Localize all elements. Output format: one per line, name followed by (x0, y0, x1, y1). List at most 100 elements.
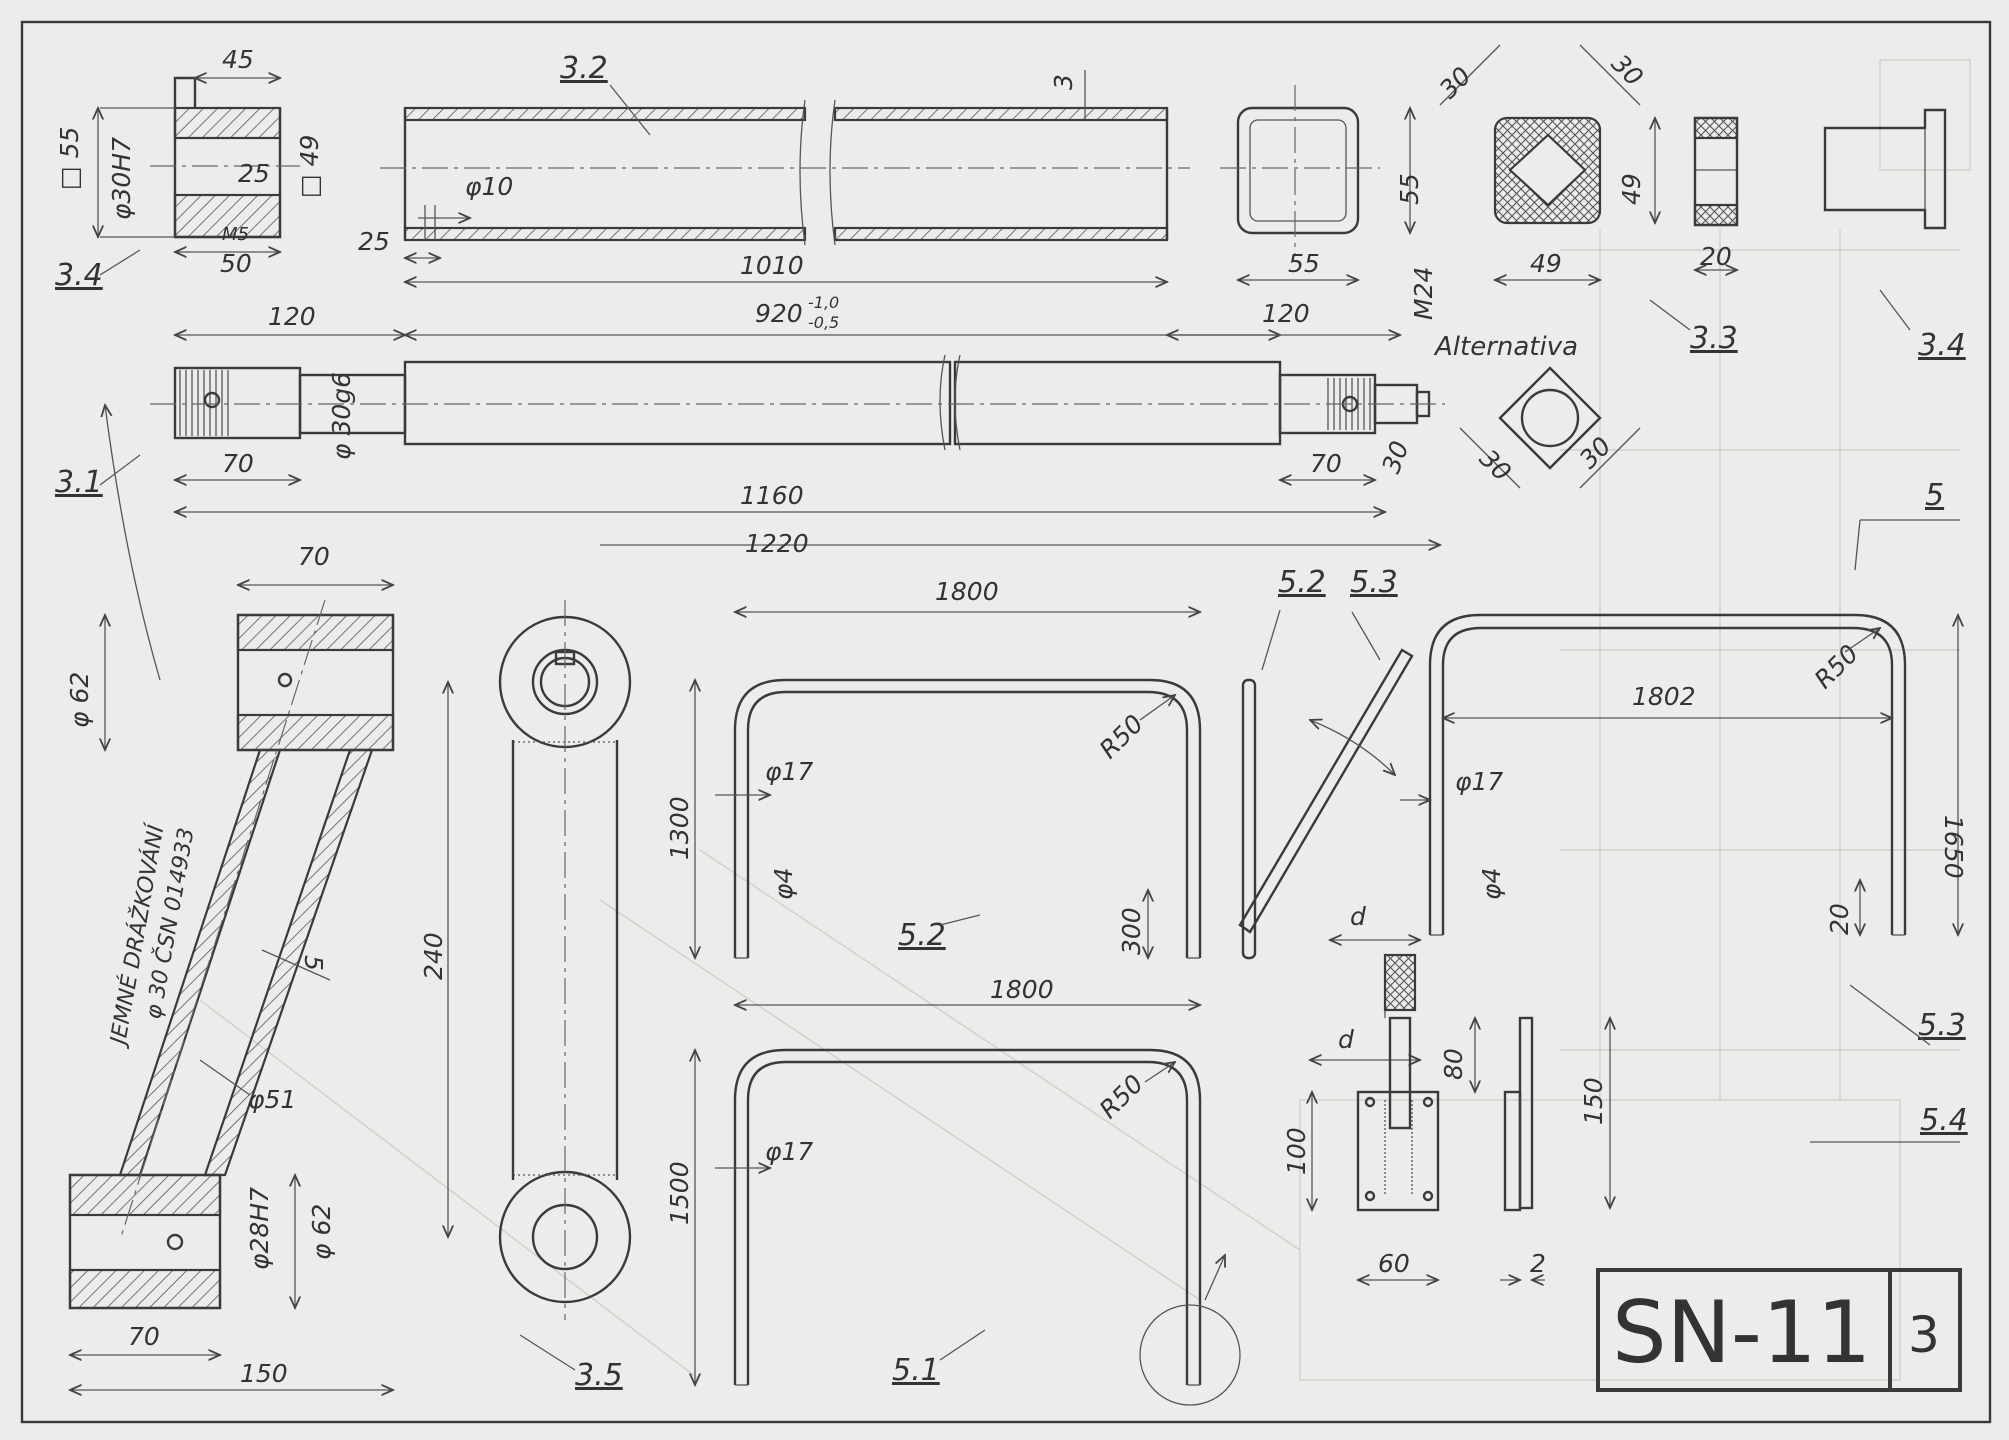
label-3-4-right: 3.4 (1918, 328, 1966, 363)
dim-240: 240 (419, 932, 448, 980)
dim-920: 920 (755, 299, 803, 328)
dim-sq55: □ 55 (55, 127, 84, 190)
dim-phi30h7: φ30H7 (107, 137, 136, 220)
lever-arm-dims: 70 φ 62 JEMNÉ DRÁŽKOVÁNÍ φ 30 ČSN 014933… (65, 542, 393, 1390)
dim-70d: 70 (128, 1322, 160, 1351)
label-3-2: 3.2 (560, 51, 608, 86)
dim-1800a: 1800 (935, 577, 999, 606)
dim-1160: 1160 (740, 481, 804, 510)
dim-phi17a: φ17 (765, 757, 813, 786)
dim-phi51: φ51 (248, 1085, 296, 1114)
dim-tol-up: -1,0 (808, 293, 839, 312)
part-5-3-frame: 1802 R50 φ17 φ4 1650 20 5.3 (1400, 615, 1968, 1046)
dim-30a: 30 (1434, 61, 1477, 104)
dim-2: 2 (1530, 1249, 1546, 1278)
dim-phi30g6: φ 30g6 (327, 372, 356, 460)
label-3-4-left: 3.4 (55, 258, 103, 293)
rods-5-2-5-3: 5.2 5.3 (1238, 565, 1414, 960)
label-5-2-view: 5.2 (898, 918, 946, 953)
dim-d-a: d (1350, 902, 1366, 931)
label-3-1: 3.1 (55, 465, 103, 500)
dim-1800b: 1800 (990, 975, 1054, 1004)
part-3-4-dims: 45 □ 55 φ30H7 25 M5 50 □ 49 3.4 (55, 45, 324, 293)
dim-70b: 70 (1310, 449, 1342, 478)
sheet-border (20, 20, 1992, 1424)
dim-60: 60 (1378, 1249, 1410, 1278)
dim-30c: 30 (1376, 437, 1414, 477)
dim-30d: 30 (1474, 444, 1517, 487)
dim-55h: 55 (1288, 249, 1320, 278)
dim-80: 80 (1439, 1048, 1468, 1080)
dim-20a: 20 (1700, 242, 1732, 271)
label-5-3-right: 5.3 (1918, 1008, 1966, 1043)
dim-49v: 49 (1617, 173, 1646, 205)
dim-phi10: φ10 (465, 172, 513, 201)
label-3-3: 3.3 (1690, 321, 1738, 356)
label-5-4: 5.4 (1920, 1103, 1968, 1138)
lever-arm-section (68, 599, 395, 1310)
alternativa-detail: Alternativa 30 30 5 (1433, 332, 1960, 571)
dim-5: 5 (299, 955, 328, 971)
dim-150a: 150 (240, 1359, 288, 1388)
drawing-code: SN-11 (1612, 1283, 1871, 1383)
part-5-2-frame: 1800 1300 φ17 φ4 R50 300 5.2 (665, 577, 1200, 958)
dim-20b: 20 (1825, 903, 1854, 935)
title-block: SN-11 3 (1596, 1268, 1962, 1392)
dim-phi62b: φ 62 (307, 1204, 336, 1260)
dim-45: 45 (222, 45, 254, 74)
dim-m24: M24 (1409, 267, 1438, 320)
part-3-1-shaft (150, 354, 1445, 451)
dim-m5: M5 (222, 224, 249, 245)
dim-70c: 70 (298, 542, 330, 571)
dim-1010: 1010 (740, 251, 804, 280)
dim-1802: 1802 (1632, 682, 1696, 711)
part-3-4-outline: 3.4 (1823, 108, 1966, 363)
part-3-5-link: 240 3.5 (419, 600, 632, 1393)
part-3-2-dims: 3.2 3 φ10 25 1010 (358, 51, 1167, 282)
dim-r50b: R50 (1094, 1069, 1149, 1124)
dim-phi17b: φ17 (765, 1137, 813, 1166)
dim-1220: 1220 (745, 529, 809, 558)
part-3-3-bushing: 30 30 49 49 20 3.3 (1434, 44, 1738, 356)
dim-3: 3 (1049, 74, 1078, 90)
dim-1500: 1500 (665, 1161, 694, 1225)
label-5-3-top: 5.3 (1350, 565, 1398, 600)
dim-25a: 25 (238, 159, 270, 188)
dim-phi17c: φ17 (1455, 767, 1503, 796)
dim-phi28h7: φ28H7 (245, 1187, 274, 1270)
dim-25b: 25 (358, 227, 390, 256)
dim-1650: 1650 (1939, 815, 1968, 879)
sheet-number: 3 (1908, 1306, 1940, 1364)
dim-r50a: R50 (1094, 709, 1149, 764)
dim-d-b: d (1338, 1025, 1354, 1054)
dim-phi4a: φ4 (769, 868, 798, 900)
label-5: 5 (1925, 478, 1944, 513)
part-5-1-frame: 1800 1500 φ17 R50 5.1 (665, 975, 1241, 1406)
label-5-1: 5.1 (892, 1353, 940, 1388)
dim-120a: 120 (268, 302, 316, 331)
dim-phi62a: φ 62 (65, 672, 94, 728)
dim-55v: 55 (1395, 173, 1424, 205)
label-3-5: 3.5 (575, 1358, 623, 1393)
dim-30b: 30 (1606, 49, 1649, 92)
dim-1300: 1300 (665, 796, 694, 860)
dim-phi4b: φ4 (1477, 868, 1506, 900)
dim-70a: 70 (222, 449, 254, 478)
dim-120b: 120 (1262, 299, 1310, 328)
part-3-4-section (100, 76, 300, 239)
dim-300: 300 (1117, 907, 1146, 955)
part-3-2-tube (380, 99, 1190, 246)
label-5-2-top: 5.2 (1278, 565, 1326, 600)
alternativa-note: Alternativa (1433, 332, 1578, 362)
part-3-1-dims: 120 920 -1,0 -0,5 120 M24 φ 30g6 70 70 3… (55, 267, 1440, 681)
dim-50: 50 (220, 249, 252, 278)
square-tube-section: 55 55 (1220, 85, 1424, 280)
dim-tol-dn: -0,5 (808, 313, 839, 332)
dim-150b: 150 (1579, 1077, 1608, 1125)
dim-49h: 49 (1530, 249, 1562, 278)
dim-sq49: □ 49 (295, 135, 324, 198)
dim-100: 100 (1282, 1127, 1311, 1175)
dim-r50c: R50 (1809, 639, 1864, 694)
